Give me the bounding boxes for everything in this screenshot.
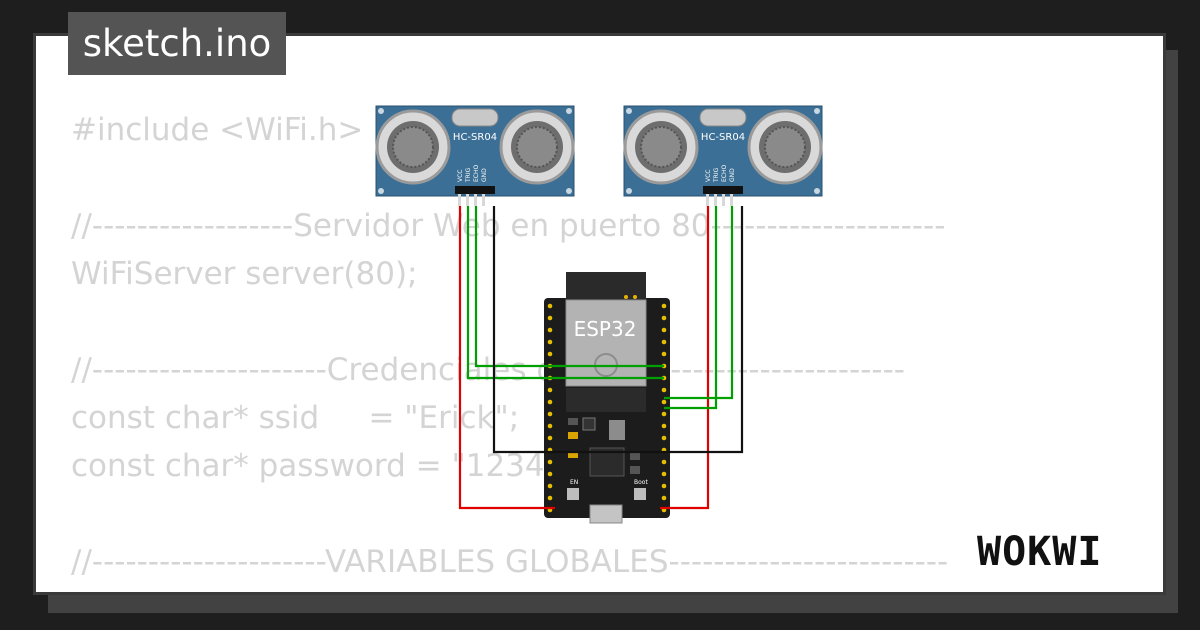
wire-gnd-right [664,206,744,454]
ultrasonic-sensor-left[interactable]: HC-SR04 VCC TRIG ECHO GND [375,105,575,206]
right-header-pins [661,303,667,513]
board-label: ESP32 [574,317,637,341]
esp32-board[interactable]: ESP32 EN Boot [544,272,670,524]
sensor-label: HC-SR04 [701,132,745,143]
usb-port [589,504,623,524]
en-label: EN [570,479,578,486]
pin-label: ECHO [473,165,480,182]
wire-trig-left [466,206,664,380]
pin-label: GND [481,168,488,182]
transducer-left [623,109,699,185]
wire-vcc-left [458,206,555,510]
pin-label: TRIG [465,167,472,183]
wire-vcc-right [660,206,710,510]
boot-button[interactable] [634,488,646,500]
en-button[interactable] [567,488,579,500]
boot-label: Boot [634,479,648,486]
sketch-filename-tab: sketch.ino [68,12,286,75]
transducer-right [499,109,575,185]
pin-label: ECHO [721,165,728,182]
wire-echo-left [474,206,664,368]
pin-label: GND [729,168,736,182]
pin-label: TRIG [713,167,720,183]
code-line: #include <WiFi.h> [71,112,364,148]
wire-echo-right [664,206,734,400]
code-line: WiFiServer server(80); [71,256,418,292]
wokwi-logo: WOKWI [977,529,1102,575]
ultrasonic-sensor-right[interactable]: HC-SR04 VCC TRIG ECHO GND [623,105,823,206]
transducer-left [375,109,451,185]
brand-name: WOKWI [977,529,1102,575]
wire-gnd-left [492,206,664,454]
sensor-label: HC-SR04 [453,132,497,143]
pin-label: VCC [705,170,712,182]
code-line: const char* ssid = "Erick"; [71,400,520,436]
wire-trig-right [664,206,718,410]
wires [458,206,744,510]
code-line: //---------------------VARIABLES GLOBALE… [71,544,949,580]
transducer-right [747,109,823,185]
pin-label: VCC [457,170,464,182]
